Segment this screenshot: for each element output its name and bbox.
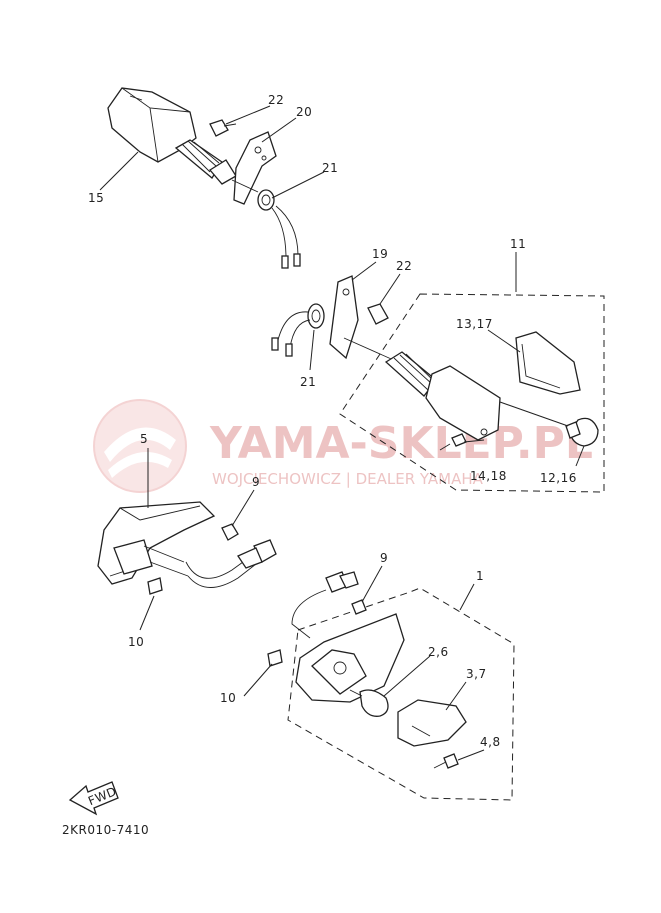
callout-21-top: 21 — [322, 161, 338, 175]
callout-3-7: 3,7 — [466, 667, 487, 681]
callout-22-right: 22 — [396, 259, 412, 273]
callout-19: 19 — [372, 247, 388, 261]
callout-21-right: 21 — [300, 375, 316, 389]
turn-signal-assembly-top — [107, 87, 301, 269]
callout-2-6: 2,6 — [428, 645, 449, 659]
callout-15: 15 — [88, 191, 104, 205]
callout-9-left: 9 — [252, 475, 260, 489]
turn-signal-assembly-right — [271, 275, 605, 493]
callout-5: 5 — [140, 432, 148, 446]
turn-signal-assembly-bottom — [267, 571, 515, 801]
watermark-brand: YAMA-SKLEP.PL — [209, 418, 593, 469]
leader-lines — [99, 105, 585, 761]
callout-4-8: 4,8 — [480, 735, 501, 749]
diagram-code: 2KR010-7410 — [62, 823, 149, 837]
callout-9-bottom: 9 — [380, 551, 388, 565]
callout-14-18: 14,18 — [470, 469, 507, 483]
callout-20: 20 — [296, 105, 312, 119]
watermark-logo-icon — [93, 399, 187, 493]
callout-10-left: 10 — [128, 635, 144, 649]
watermark: YAMA-SKLEP.PL WOJCIECHOWICZ | DEALER YAM… — [93, 399, 593, 493]
callouts: 22 20 21 15 11 19 22 13,17 21 14,18 12,1… — [88, 93, 577, 749]
watermark-tagline: WOJCIECHOWICZ | DEALER YAMAHA — [212, 470, 484, 488]
callout-12-16: 12,16 — [540, 471, 577, 485]
callout-11: 11 — [510, 237, 526, 251]
forward-arrow-icon: FWD — [68, 781, 119, 816]
turn-signal-assembly-left — [97, 501, 277, 595]
callout-22-top: 22 — [268, 93, 284, 107]
callout-13-17: 13,17 — [456, 317, 493, 331]
callout-10-bottom: 10 — [220, 691, 236, 705]
callout-1: 1 — [476, 569, 484, 583]
